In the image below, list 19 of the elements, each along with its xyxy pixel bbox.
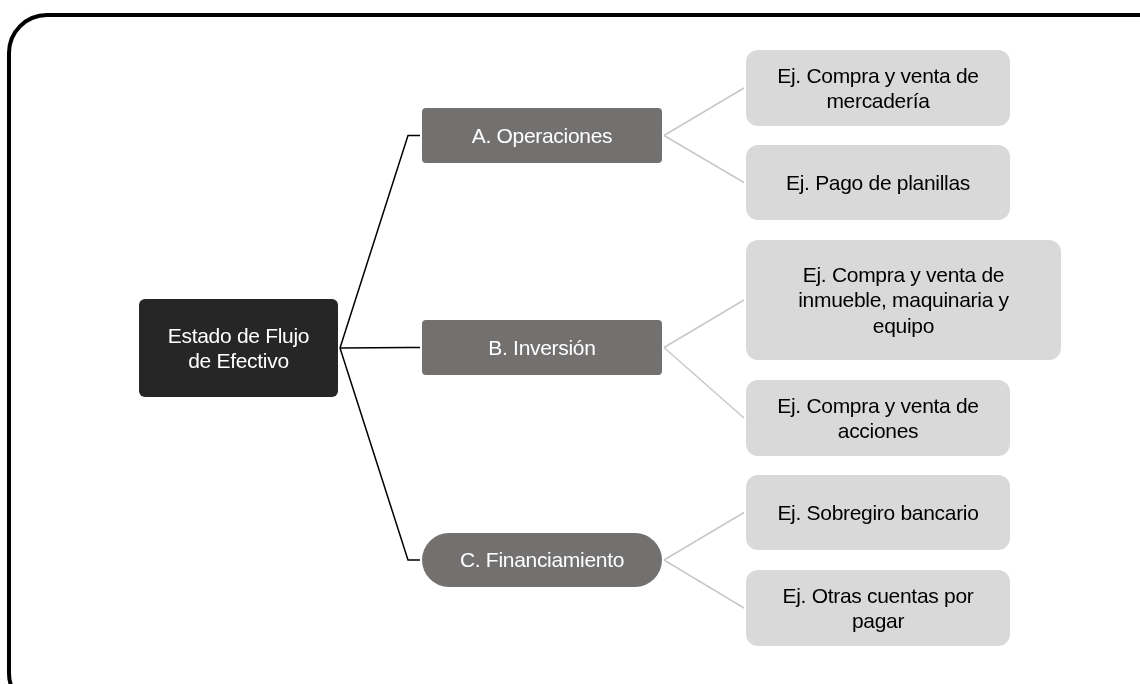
example-box: Ej. Sobregiro bancario [746,475,1010,550]
category-box: B. Inversión [422,320,662,375]
connector-line [339,347,421,561]
example-box: Ej. Pago de planillas [746,145,1010,220]
connector-line [339,346,421,349]
connector-line [339,134,421,349]
connector-line [663,299,745,349]
example-box: Ej. Compra y venta de inmueble, maquinaria y equipo [746,240,1061,360]
root-box: Estado de Flujo de Efectivo [139,299,338,397]
connector-line [663,511,745,561]
connector-line [663,134,745,184]
example-box: Ej. Compra y venta de acciones [746,380,1010,456]
connector-line [663,346,745,419]
category-pill: C. Financiamiento [422,533,662,587]
connector-line [663,559,745,609]
example-box: Ej. Compra y venta de mercadería [746,50,1010,126]
connector-line [663,87,745,137]
category-box: A. Operaciones [422,108,662,163]
example-box: Ej. Otras cuentas por pagar [746,570,1010,646]
